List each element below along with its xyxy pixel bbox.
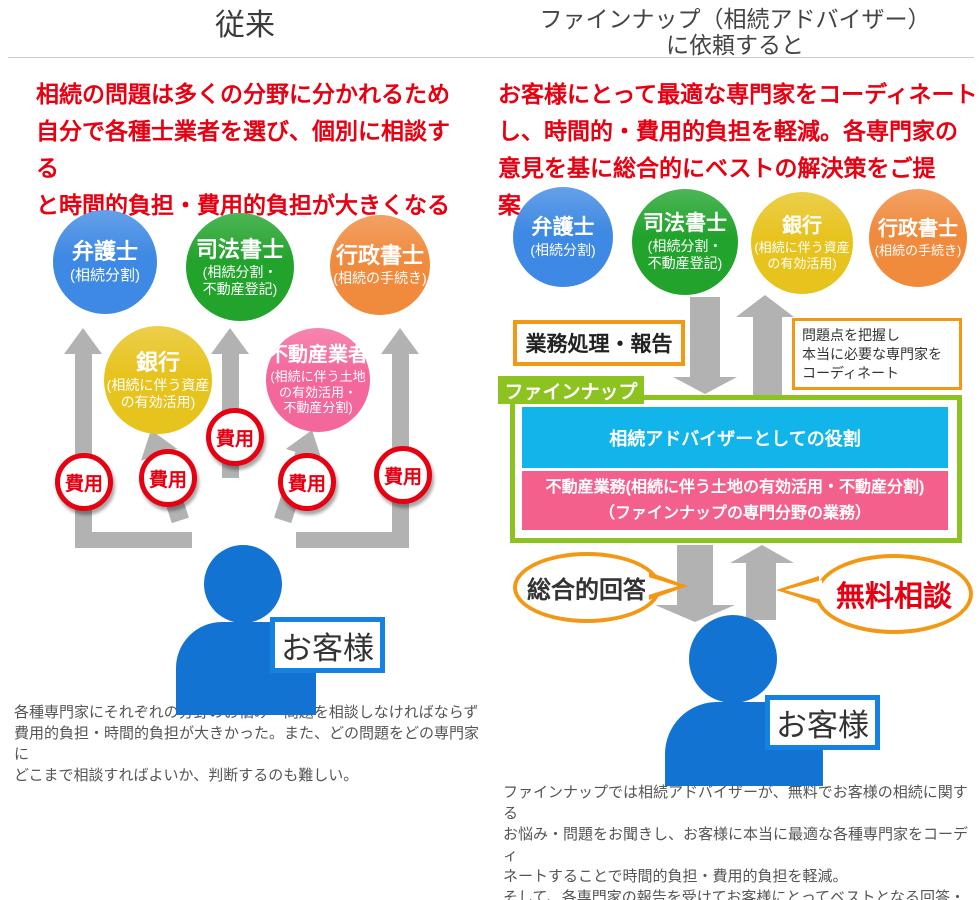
expert-detail: (相続分割) bbox=[70, 266, 140, 284]
answer-bubble: 総合的回答 bbox=[513, 552, 661, 623]
expert-name: 銀行 bbox=[135, 349, 180, 375]
expert-name: 銀行 bbox=[782, 214, 822, 237]
answer-bubble-tail-fill bbox=[645, 576, 678, 596]
expert-circle-realtor-left: 不動産業者 (相続に伴う土地 の有効活用・ 不動産分割) bbox=[266, 328, 370, 432]
expert-circle-lawyer-right: 弁護士 (相続分割) bbox=[513, 187, 613, 287]
customer-icon-head bbox=[689, 615, 777, 703]
customer-label-right: お客様 bbox=[765, 695, 880, 750]
up-arrow-head bbox=[64, 328, 102, 354]
right-note-text: ファインナップでは相続アドバイザーが、無料でお客様の相続に関する お悩み・問題を… bbox=[503, 784, 969, 900]
up-arrow-head bbox=[211, 328, 249, 354]
expert-circle-bank-left: 銀行 (相続に伴う資産 の有効活用) bbox=[104, 326, 212, 434]
expert-detail: (相続に伴う資産 の有効活用) bbox=[106, 376, 210, 410]
up-arrow-head bbox=[736, 295, 794, 317]
customer-icon-head bbox=[204, 545, 282, 623]
expert-name: 弁護士 bbox=[531, 215, 595, 239]
expert-circle-administrative-scrivener-left: 行政書士 (相続の手続き) bbox=[330, 215, 430, 315]
expert-circle-judicial-scrivener-right: 司法書士 (相続分割・ 不動産登記) bbox=[632, 189, 738, 295]
brand-label: ファインナップ bbox=[498, 376, 644, 404]
expert-detail: (相続分割・ 不動産登記) bbox=[647, 238, 723, 272]
cost-badge: 費用 bbox=[206, 408, 264, 466]
arrow-elbow-bar bbox=[75, 532, 192, 548]
expert-name: 行政書士 bbox=[878, 217, 958, 240]
left-note-text: 各種専門家にそれぞれの分野のお悩み・問題を相談しなければならず 費用的負担・時間… bbox=[14, 704, 480, 784]
cost-badge: 費用 bbox=[139, 449, 197, 507]
down-arrow-head bbox=[673, 377, 737, 394]
up-arrow-shaft bbox=[746, 563, 776, 620]
expert-circle-judicial-scrivener-left: 司法書士 (相続分割・ 不動産登記) bbox=[186, 213, 294, 321]
expert-circle-bank-right: 銀行 (相続に伴う資産 の有効活用) bbox=[751, 192, 853, 294]
coordinate-box: 問題点を把握し 本当に必要な専門家を コーディネート bbox=[792, 318, 962, 390]
expert-name: 司法書士 bbox=[195, 236, 284, 262]
right-title: ファインナップ（相続アドバイザー） に依頼すると bbox=[539, 6, 931, 58]
left-title: 従来 bbox=[215, 9, 275, 42]
expert-circle-lawyer-left: 弁護士 (相続分割) bbox=[53, 210, 157, 314]
header-divider bbox=[8, 57, 974, 58]
cost-badge: 費用 bbox=[55, 453, 113, 511]
expert-detail: (相続分割・ 不動産登記) bbox=[202, 263, 278, 297]
expert-detail: (相続の手続き) bbox=[333, 270, 427, 287]
realestate-box: 不動産業務(相続に伴う土地の有効活用・不動産分割) （ファインナップの専門分野の… bbox=[522, 471, 948, 530]
expert-name: 不動産業者 bbox=[268, 344, 368, 367]
expert-detail: (相続の手続き) bbox=[874, 242, 962, 258]
expert-name: 弁護士 bbox=[71, 239, 138, 265]
up-arrow-shaft bbox=[75, 352, 92, 548]
expert-detail: (相続に伴う土地 の有効活用・ 不動産分割) bbox=[270, 369, 366, 416]
expert-circle-administrative-scrivener-right: 行政書士 (相続の手続き) bbox=[869, 189, 967, 287]
expert-name: 行政書士 bbox=[335, 242, 424, 268]
arrow-elbow-bar bbox=[296, 532, 409, 548]
customer-label-left: お客様 bbox=[270, 617, 385, 673]
expert-detail: (相続分割) bbox=[530, 241, 596, 258]
cost-badge: 費用 bbox=[374, 446, 432, 504]
up-arrow-head bbox=[381, 328, 419, 354]
cost-badge: 費用 bbox=[278, 453, 336, 511]
advisor-role-box: 相続アドバイザーとしての役割 bbox=[522, 407, 948, 468]
left-lead-text: 相続の問題は多くの分野に分かれるため 自分で各種士業者を選び、個別に相談する と… bbox=[36, 81, 450, 218]
consult-bubble-tail-fill bbox=[785, 580, 822, 600]
expert-name: 司法書士 bbox=[643, 212, 727, 236]
up-arrow-head bbox=[730, 545, 794, 563]
report-box: 業務処理・報告 bbox=[513, 320, 685, 366]
down-arrow-shaft bbox=[690, 297, 720, 377]
up-arrow-shaft bbox=[753, 315, 782, 395]
expert-detail: (相続に伴う資産 の有効活用) bbox=[754, 239, 850, 271]
free-consult-bubble: 無料相談 bbox=[815, 554, 973, 634]
